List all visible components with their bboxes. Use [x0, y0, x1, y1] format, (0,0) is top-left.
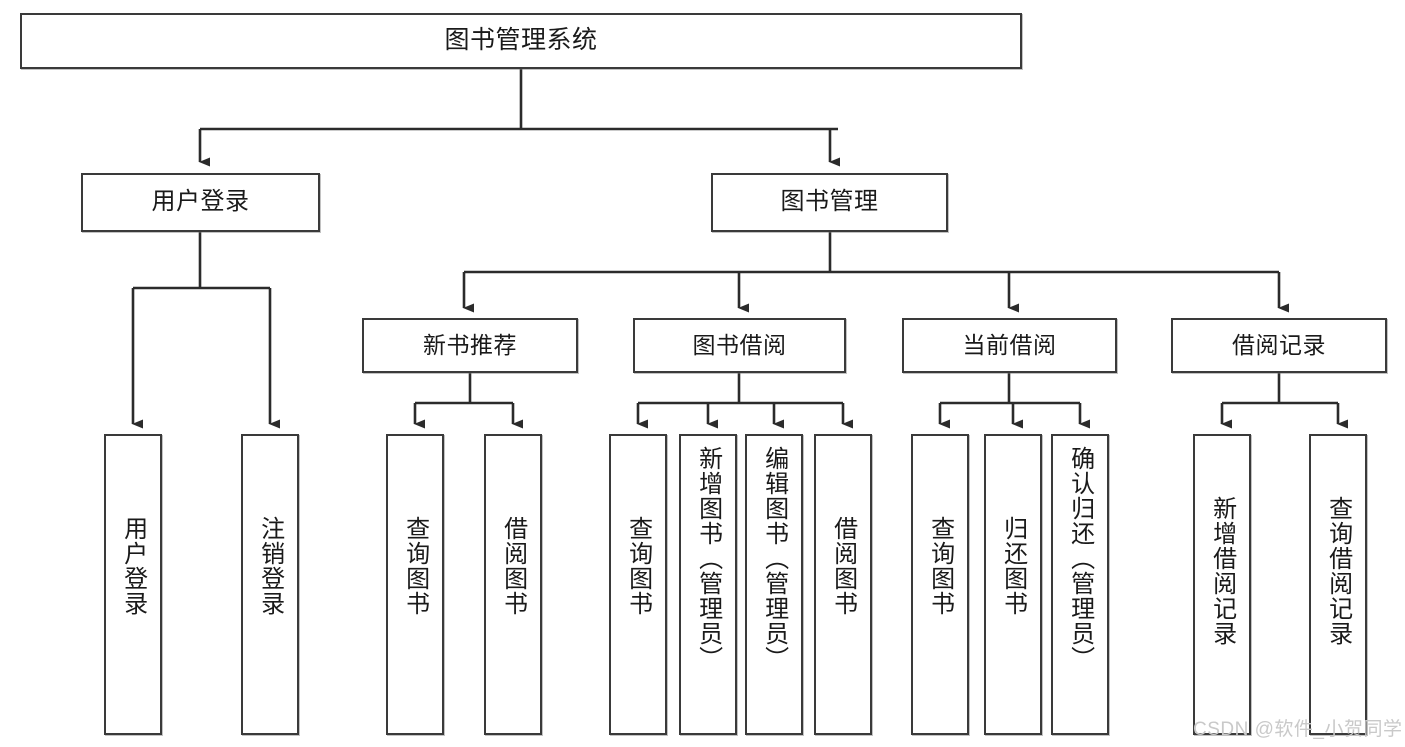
node-leaf-query-book-3[interactable]: 查询图书: [911, 434, 969, 735]
node-leaf-borrow-book-2[interactable]: 借阅图书: [814, 434, 872, 735]
node-leaf-user-login-label: 用户登录: [119, 516, 147, 616]
node-leaf-user-login[interactable]: 用户登录: [104, 434, 162, 735]
node-leaf-query-book-1[interactable]: 查询图书: [386, 434, 444, 735]
watermark-text: CSDN @软件_小贺同学: [1193, 719, 1403, 740]
node-root-label: 图书管理系统: [444, 26, 598, 55]
node-current-borrow-label: 当前借阅: [962, 331, 1057, 358]
node-leaf-return-book-label: 归还图书: [999, 516, 1027, 616]
node-leaf-add-borrow-record-label: 新增借阅记录: [1208, 496, 1236, 646]
node-leaf-borrow-book-2-label: 借阅图书: [829, 516, 857, 616]
node-leaf-query-book-1-label: 查询图书: [401, 516, 429, 616]
node-leaf-add-book-admin[interactable]: 新增图书（管理员）: [679, 434, 737, 735]
node-leaf-borrow-book-1[interactable]: 借阅图书: [484, 434, 542, 735]
node-book-borrow[interactable]: 图书借阅: [633, 318, 846, 373]
node-leaf-confirm-return-admin[interactable]: 确认归还（管理员）: [1051, 434, 1109, 735]
node-user-login[interactable]: 用户登录: [81, 173, 320, 232]
node-new-book-recommend[interactable]: 新书推荐: [362, 318, 578, 373]
node-leaf-logout-label: 注销登录: [256, 516, 284, 616]
node-borrow-record[interactable]: 借阅记录: [1171, 318, 1387, 373]
node-user-login-label: 用户登录: [151, 188, 250, 216]
node-leaf-confirm-return-admin-label: 确认归还（管理员）: [1066, 446, 1094, 671]
node-leaf-query-book-3-label: 查询图书: [926, 516, 954, 616]
node-book-management-label: 图书管理: [780, 188, 879, 216]
node-leaf-edit-book-admin-label: 编辑图书（管理员）: [760, 446, 788, 671]
node-leaf-query-borrow-record[interactable]: 查询借阅记录: [1309, 434, 1367, 735]
node-leaf-add-book-admin-label: 新增图书（管理员）: [694, 446, 722, 671]
node-leaf-return-book[interactable]: 归还图书: [984, 434, 1042, 735]
node-borrow-record-label: 借阅记录: [1232, 331, 1326, 358]
node-leaf-logout[interactable]: 注销登录: [241, 434, 299, 735]
node-leaf-query-borrow-record-label: 查询借阅记录: [1324, 496, 1352, 646]
node-leaf-borrow-book-1-label: 借阅图书: [499, 516, 527, 616]
node-leaf-query-book-2-label: 查询图书: [624, 516, 652, 616]
node-book-borrow-label: 图书借阅: [692, 331, 787, 358]
node-leaf-add-borrow-record[interactable]: 新增借阅记录: [1193, 434, 1251, 735]
node-new-book-recommend-label: 新书推荐: [423, 331, 517, 358]
node-root[interactable]: 图书管理系统: [20, 13, 1022, 69]
node-leaf-query-book-2[interactable]: 查询图书: [609, 434, 667, 735]
node-current-borrow[interactable]: 当前借阅: [902, 318, 1117, 373]
node-leaf-edit-book-admin[interactable]: 编辑图书（管理员）: [745, 434, 803, 735]
node-book-management[interactable]: 图书管理: [711, 173, 948, 232]
